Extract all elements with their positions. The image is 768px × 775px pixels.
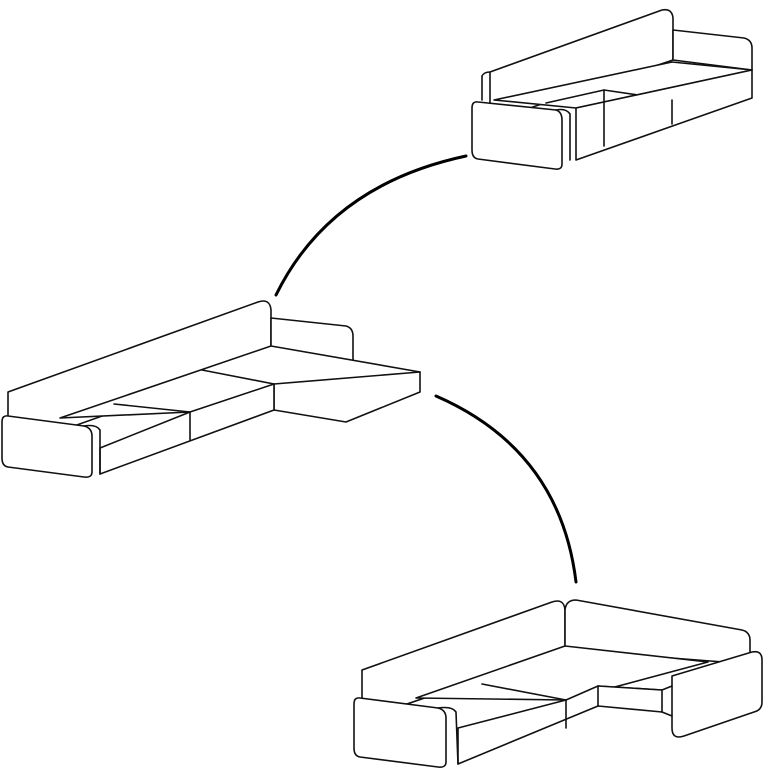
sofa2-seat-dividers	[113, 369, 275, 413]
sofa1-left-arm-top	[481, 71, 491, 77]
corner-sofa-icon	[353, 599, 763, 768]
sofa3-seat-top	[415, 645, 709, 701]
sofa3-right-arm	[671, 650, 763, 738]
connector-three-seat-to-chaise	[274, 154, 468, 297]
sofa3-right-backrest	[564, 599, 751, 665]
sofa1-left-arm-side	[555, 108, 571, 161]
connector-chaise-to-corner	[434, 394, 578, 584]
sofa2-left-arm-side	[83, 424, 101, 475]
three-seat-sofa-icon	[471, 8, 753, 170]
sofa3-left-arm-side	[437, 706, 459, 765]
sofa3-right-arm-join	[661, 685, 673, 717]
sofa1-front-base	[575, 69, 753, 161]
sofa2-left-arm	[1, 415, 93, 478]
sofa3-left-arm	[353, 697, 447, 768]
chaise-sofa-icon	[1, 300, 421, 478]
sofa3-front-base	[457, 685, 663, 765]
sofa1-left-arm	[471, 101, 563, 170]
sofa3-cushion-fronts	[565, 685, 599, 729]
sofa1-cushion-fronts	[603, 89, 673, 147]
sofa1-right-arm-top	[672, 29, 753, 71]
